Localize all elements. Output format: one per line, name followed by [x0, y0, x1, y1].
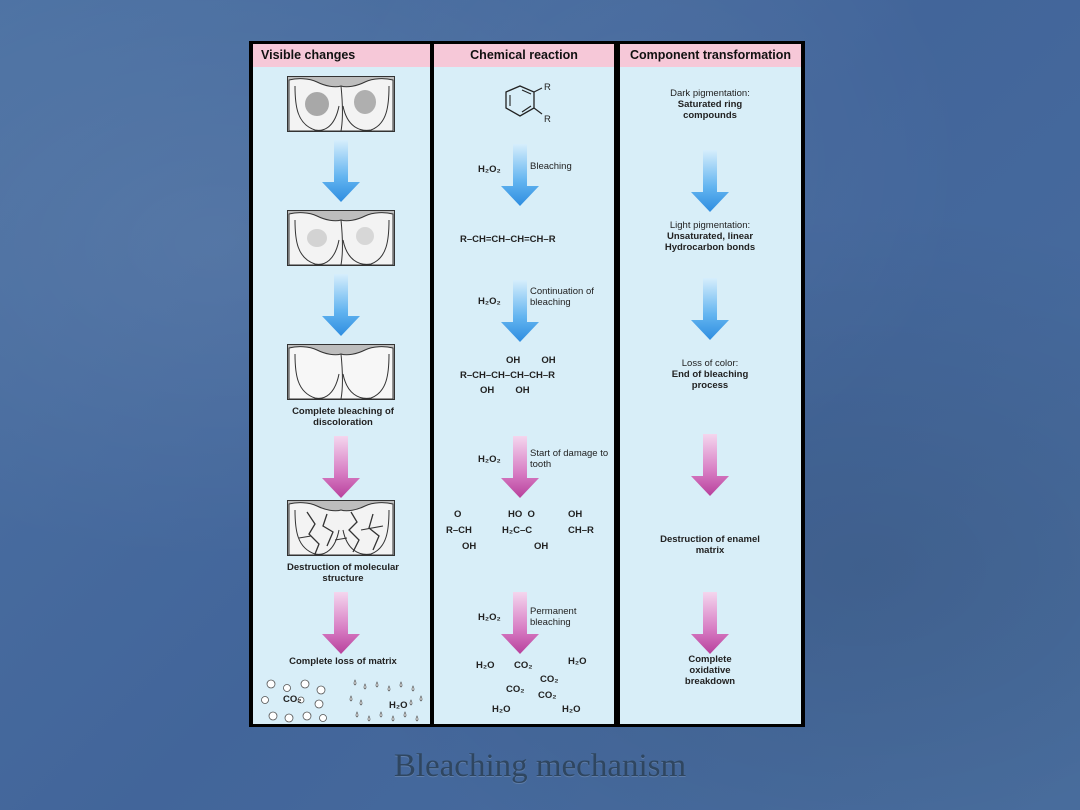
- fragment-3-top: OH: [568, 509, 583, 520]
- co2-bubble-label: CO₂: [283, 694, 302, 705]
- fragment-2-bottom: OH: [534, 541, 549, 552]
- enamel-matrix-destruction-label: Destruction of enamel matrix: [660, 534, 760, 556]
- hydroxylated-chain-formula: R–CH–CH–CH–CH–R: [460, 370, 556, 381]
- magenta-arrow-chem-1: [500, 436, 540, 498]
- blue-arrow-comp-1: [690, 150, 730, 212]
- h2o2-label-2: H₂O₂: [478, 296, 501, 307]
- hydroxyl-top: OH OH: [506, 355, 556, 366]
- product-co2-2: CO₂: [540, 674, 559, 685]
- end-bleaching-label: End of bleaching process: [671, 369, 749, 391]
- magenta-arrow-2: [321, 592, 361, 654]
- start-damage-step-label: Start of damage to tooth: [530, 448, 609, 470]
- product-co2-3: CO₂: [506, 684, 525, 695]
- permanent-bleaching-step-label: Permanent bleaching: [530, 606, 577, 628]
- complete-bleaching-label: Complete bleaching of discoloration: [292, 406, 394, 428]
- unsaturated-linear-label: Unsaturated, linear Hydrocarbon bonds: [664, 231, 756, 253]
- r-group-top: R: [544, 82, 551, 93]
- bleached-teeth-image: [287, 344, 395, 400]
- h2o-drop-label: H₂O: [389, 700, 408, 711]
- h2o2-label-3: H₂O₂: [478, 454, 501, 465]
- bleaching-figure: Visible changes: [249, 41, 805, 727]
- saturated-ring-label: Saturated ring compounds: [677, 99, 743, 121]
- benzene-ring-structure: [505, 85, 543, 117]
- chemical-reaction-header: Chemical reaction: [434, 44, 614, 67]
- blue-arrow-1: [321, 140, 361, 202]
- product-h2o-2: H₂O: [568, 656, 587, 667]
- product-co2-1: CO₂: [514, 660, 533, 671]
- slide-caption: Bleaching mechanism: [393, 748, 687, 784]
- product-h2o-4: H₂O: [562, 704, 581, 715]
- blue-arrow-chem-1: [500, 144, 540, 206]
- r-group-bottom: R: [544, 114, 551, 125]
- hydroxyl-bottom: OH OH: [480, 385, 530, 396]
- lightened-teeth-image: [287, 210, 395, 266]
- visible-changes-column: Visible changes: [253, 44, 430, 724]
- bubbles-and-drops-image: [261, 679, 423, 723]
- fragment-3-formula: CH–R: [568, 525, 594, 536]
- discolored-teeth-image: [287, 76, 395, 132]
- magenta-arrow-comp-1: [690, 434, 730, 496]
- chemical-reaction-column: Chemical reaction R R H₂O₂ Bleaching R–C…: [434, 44, 614, 724]
- destruction-molecular-label: Destruction of molecular structure: [287, 562, 399, 584]
- light-pigmentation-label: Light pigmentation:: [669, 220, 751, 231]
- magenta-arrow-1: [321, 436, 361, 498]
- fragment-2-top: HO O: [508, 509, 535, 520]
- complete-loss-label: Complete loss of matrix: [289, 656, 397, 667]
- h2o2-label-1: H₂O₂: [478, 164, 501, 175]
- dark-pigmentation-label: Dark pigmentation:: [670, 88, 750, 99]
- cracked-teeth-image: [287, 500, 395, 556]
- component-transformation-column: Component transformation Dark pigmentati…: [620, 44, 801, 724]
- blue-arrow-comp-2: [690, 278, 730, 340]
- product-h2o-1: H₂O: [476, 660, 495, 671]
- fragment-1-bottom: OH: [462, 541, 477, 552]
- fragment-1-top: O: [454, 509, 462, 520]
- loss-of-color-label: Loss of color:: [681, 358, 739, 369]
- bleaching-step-label: Bleaching: [530, 161, 572, 172]
- magenta-arrow-comp-2: [690, 592, 730, 654]
- product-h2o-3: H₂O: [492, 704, 511, 715]
- h2o2-label-4: H₂O₂: [478, 612, 501, 623]
- fragment-2-formula: H₂C–C: [502, 525, 533, 536]
- magenta-arrow-chem-2: [500, 592, 540, 654]
- visible-changes-header: Visible changes: [253, 44, 430, 67]
- oxidative-breakdown-label: Complete oxidative breakdown: [684, 654, 736, 687]
- blue-arrow-chem-2: [500, 280, 540, 342]
- component-transformation-header: Component transformation: [620, 44, 801, 67]
- fragment-1-formula: R–CH: [446, 525, 472, 536]
- product-co2-4: CO₂: [538, 690, 557, 701]
- unsaturated-chain-formula: R–CH=CH–CH=CH–R: [460, 234, 556, 245]
- continuation-step-label: Continuation of bleaching: [530, 286, 594, 308]
- blue-arrow-2: [321, 274, 361, 336]
